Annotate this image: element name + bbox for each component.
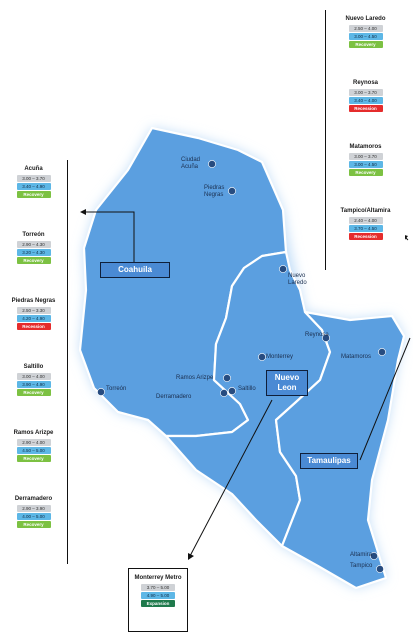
card-title: Tampico/Altamira xyxy=(340,208,391,214)
range-pill-secondary: 3.40 – 4.00 xyxy=(348,97,383,104)
city-label-saltillo: Saltillo xyxy=(238,386,256,392)
card-title: Piedras Negras xyxy=(11,298,56,304)
tamaulipas-state[interactable] xyxy=(274,310,406,590)
range-pill-primary: 3.00 – 4.00 xyxy=(16,373,51,380)
status-badge: Recession xyxy=(16,323,51,330)
range-pill-secondary: 4.90 – 5.00 xyxy=(141,592,175,599)
range-pill-primary: 2.90 – 4.30 xyxy=(16,241,51,248)
city-dot-altamira[interactable] xyxy=(370,552,378,560)
range-pill-secondary: 3.20 – 4.30 xyxy=(16,249,51,256)
status-badge: Recovery xyxy=(16,521,51,528)
status-badge: Recovery xyxy=(16,257,51,264)
status-badge: Recovery xyxy=(16,455,51,462)
card-title: Derramadero xyxy=(14,496,53,502)
card-title: Torreón xyxy=(22,232,45,238)
status-badge: Recovery xyxy=(348,169,383,176)
range-pill-secondary: 3.90 – 4.90 xyxy=(16,381,51,388)
range-pill-secondary: 4.00 – 5.00 xyxy=(16,513,51,520)
city-dot-saltillo[interactable] xyxy=(228,387,236,395)
city-label-tampico: Tampico xyxy=(350,563,373,569)
leader-coahuila-arrow xyxy=(80,209,86,215)
city-dot-ramos-arizpe[interactable] xyxy=(223,374,231,382)
leader-lines xyxy=(80,209,411,560)
region-label-tamaulipas: Tamaulipas xyxy=(300,453,358,469)
leader-nuevo-leon xyxy=(189,399,273,557)
status-badge: Recession xyxy=(348,105,383,112)
status-badge: Expansion xyxy=(141,600,175,607)
status-badge: Recovery xyxy=(348,41,383,48)
city-dot-acuna[interactable] xyxy=(208,160,216,168)
city-dot-torreon[interactable] xyxy=(97,388,105,396)
city-dot-monterrey[interactable] xyxy=(258,353,266,361)
card-title: Reynosa xyxy=(352,80,378,86)
city-label-acuna: Ciudad Acuña xyxy=(181,157,201,170)
city-label-altamira: Altamira xyxy=(350,552,373,558)
card-title: Acuña xyxy=(24,166,43,172)
city-label-derramadero: Derramadero xyxy=(156,394,192,400)
region-label-coahuila: Coahuila xyxy=(100,262,170,278)
range-pill-primary: 2.50 – 3.30 xyxy=(16,307,51,314)
city-dots xyxy=(97,160,386,573)
city-dot-matamoros[interactable] xyxy=(378,348,386,356)
status-badge: Recession xyxy=(348,233,383,240)
status-badge: Recovery xyxy=(16,191,51,198)
status-badge: Recovery xyxy=(16,389,51,396)
city-label-monterrey: Monterrey xyxy=(266,354,294,360)
range-pill-secondary: 3.40 – 4.90 xyxy=(16,183,51,190)
range-pill-primary: 2.50 – 4.00 xyxy=(348,25,383,32)
city-label-torreon: Torreón xyxy=(106,386,127,392)
range-pill-secondary: 3.00 – 4.50 xyxy=(348,33,383,40)
range-pill-secondary: 3.70 – 4.50 xyxy=(348,225,383,232)
card-title: Nuevo Laredo xyxy=(345,16,386,22)
range-pill-primary: 3.00 – 3.70 xyxy=(16,175,51,182)
range-pill-primary: 2.90 – 3.90 xyxy=(16,505,51,512)
city-label-piedras-negras: Piedras Negras xyxy=(204,185,225,198)
city-label-matamoros: Matamoros xyxy=(341,354,372,360)
city-dot-nuevo-laredo[interactable] xyxy=(279,265,287,273)
range-pill-primary: 2.90 – 4.00 xyxy=(16,439,51,446)
range-pill-primary: 3.00 – 3.70 xyxy=(348,89,383,96)
card-title: Ramos Arizpe xyxy=(13,430,54,436)
leader-tamaulipas xyxy=(359,337,411,461)
city-dot-reynosa[interactable] xyxy=(322,334,330,342)
range-pill-primary: 2.40 – 4.00 xyxy=(348,217,383,224)
range-pill-secondary: 4.20 – 4.90 xyxy=(16,315,51,322)
region-label-nuevo-leon: Nuevo Leon xyxy=(266,370,308,396)
city-label-ramos-arizpe: Ramos Arizpe xyxy=(176,375,214,381)
leader-coahuila xyxy=(84,211,135,264)
range-pill-secondary: 4.50 – 5.00 xyxy=(16,447,51,454)
range-pill-secondary: 3.00 – 4.50 xyxy=(348,161,383,168)
city-dot-tampico[interactable] xyxy=(376,565,384,573)
card-title: Matamoros xyxy=(349,144,382,150)
city-label-reynosa: Reynosa xyxy=(305,332,329,338)
city-dot-piedras-negras[interactable] xyxy=(228,187,236,195)
range-pill-primary: 3.00 – 3.70 xyxy=(348,153,383,160)
city-label-nuevo-laredo: Nuevo Laredo xyxy=(288,273,307,286)
city-dot-derramadero[interactable] xyxy=(220,389,228,397)
leader-nuevo-leon-arrow xyxy=(188,553,194,560)
card-title: Monterrey Metro xyxy=(134,575,182,581)
range-pill-primary: 3.70 – 5.00 xyxy=(141,584,175,591)
card-title: Saltillo xyxy=(23,364,44,370)
